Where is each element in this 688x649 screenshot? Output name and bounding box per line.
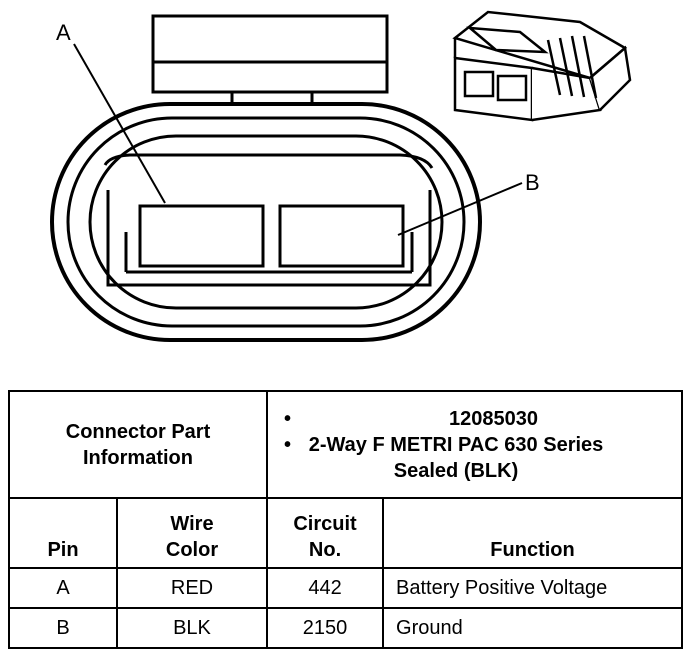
connector-body	[50, 102, 482, 342]
col-header-function: Function	[382, 497, 684, 569]
callout-a-label: A	[56, 20, 71, 45]
circuit-cell: 2150	[266, 607, 385, 649]
part-description: •2-Way F METRI PAC 630 Series Sealed (BL…	[284, 433, 604, 482]
pin-b-cavity	[278, 204, 405, 268]
callout-b-label: B	[525, 170, 540, 195]
wire-color-cell: BLK	[115, 607, 269, 649]
pin-cell: B	[8, 607, 118, 649]
connector-diagram: A B	[50, 10, 632, 342]
function-cell: Battery Positive Voltage	[382, 567, 684, 609]
connector-3d-view	[452, 10, 632, 122]
pin-a-cavity	[138, 204, 265, 268]
col-header-wire-color: Wire Color	[115, 497, 269, 569]
part-info-list: •12085030 •2-Way F METRI PAC 630 Series …	[266, 390, 684, 499]
part-info-label: Connector Part Information	[7, 390, 269, 499]
col-header-circuit-no: Circuit No.	[266, 497, 385, 569]
callout-a-leader	[73, 43, 166, 204]
table-row: A RED 442 Battery Positive Voltage	[8, 567, 684, 609]
part-number: •12085030	[284, 407, 538, 430]
table-row: B BLK 2150 Ground	[8, 607, 684, 649]
connector-lock-tab	[151, 14, 389, 112]
callout-b-leader	[397, 182, 523, 236]
function-cell: Ground	[382, 607, 684, 649]
connector-info-table: Connector Part Information •12085030 •2-…	[7, 390, 684, 649]
wire-color-cell: RED	[115, 567, 269, 609]
circuit-cell: 442	[266, 567, 385, 609]
pin-cell: A	[8, 567, 118, 609]
col-header-pin: Pin	[8, 497, 118, 569]
